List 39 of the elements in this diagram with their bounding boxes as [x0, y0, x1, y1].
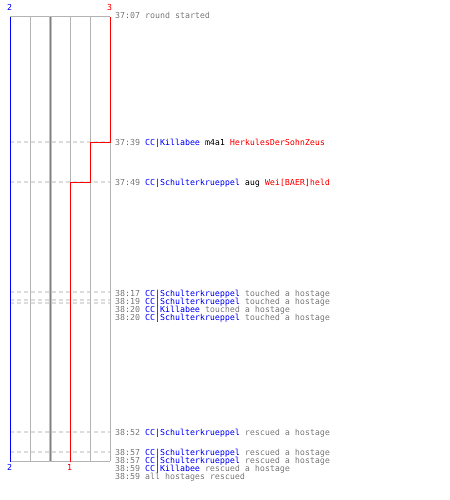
event-text: rescued a hostage: [244, 455, 330, 465]
player-name: CC|Killabee: [144, 137, 200, 147]
team-count: 3: [107, 3, 112, 11]
timestamp: 38:57: [115, 447, 140, 457]
timestamp: 38:20: [115, 304, 140, 314]
player-name: CC|Schulterkrueppel: [144, 296, 240, 306]
event-text: rescued a hostage: [204, 463, 290, 473]
timestamp: 38:52: [115, 427, 140, 437]
player-name: CC|Killabee: [144, 304, 200, 314]
weapon-name: m4a1: [204, 137, 225, 147]
player-name: CC|Schulterkrueppel: [144, 455, 240, 465]
event-text: touched a hostage: [244, 288, 330, 298]
weapon-name: aug: [244, 177, 260, 187]
player-name: CC|Schulterkrueppel: [144, 312, 240, 322]
event-text: round started: [144, 10, 210, 20]
player-name: CC|Schulterkrueppel: [144, 288, 240, 298]
event-text: touched a hostage: [204, 304, 290, 314]
timestamp: 38:57: [115, 455, 140, 465]
event-text: touched a hostage: [244, 296, 330, 306]
player-name: CC|Killabee: [144, 463, 200, 473]
player-name: CC|Schulterkrueppel: [144, 427, 240, 437]
timestamp: 37:39: [115, 137, 140, 147]
player-name: HerkulesDerSohnZeus: [230, 137, 325, 147]
player-name: Wei[BAER]held: [264, 177, 330, 187]
timestamp: 38:59: [115, 463, 140, 473]
timestamp: 38:59: [115, 471, 140, 481]
timestamp: 38:19: [115, 296, 140, 306]
event-text: rescued a hostage: [244, 447, 330, 457]
team-count: 2: [7, 3, 12, 11]
player-name: CC|Schulterkrueppel: [144, 447, 240, 457]
team-count: 2: [7, 463, 12, 471]
event-text: all hostages rescued: [144, 471, 245, 481]
team-count: 1: [67, 463, 72, 471]
timestamp: 38:20: [115, 312, 140, 322]
timestamp: 38:17: [115, 288, 140, 298]
timestamp: 37:07: [115, 10, 140, 20]
timestamp: 37:49: [115, 177, 140, 187]
event-text: rescued a hostage: [244, 427, 330, 437]
player-name: CC|Schulterkrueppel: [144, 177, 240, 187]
